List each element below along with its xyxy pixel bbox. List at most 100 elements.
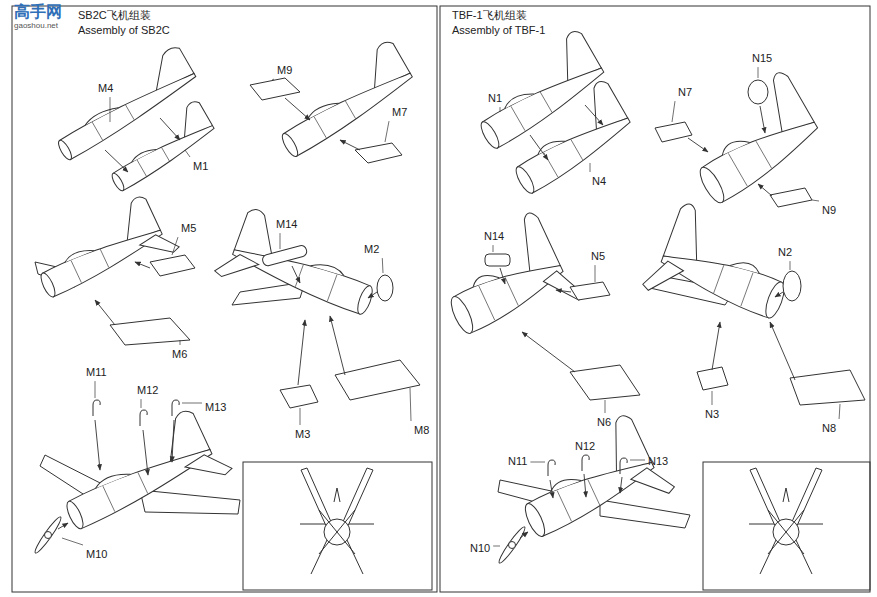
fuselage xyxy=(517,106,636,193)
leader-line xyxy=(672,101,675,122)
propeller-hub xyxy=(45,532,52,539)
tail-fin xyxy=(783,488,789,502)
propeller-blade xyxy=(768,510,804,554)
panel-line xyxy=(137,160,146,176)
panel-line xyxy=(327,274,337,300)
panel-line xyxy=(511,106,525,130)
fuselage xyxy=(527,448,660,536)
callout-number: N9 xyxy=(822,204,836,216)
panel-line xyxy=(100,249,109,267)
part-outline xyxy=(355,143,402,163)
callout-number: N8 xyxy=(822,422,836,434)
assembly-arrow xyxy=(620,477,622,493)
fuselage-drawing xyxy=(265,39,418,159)
callout-number: M4 xyxy=(98,82,113,94)
fuselage-drawing xyxy=(642,198,803,334)
propeller-blade xyxy=(319,510,355,554)
callout-number: M2 xyxy=(364,243,379,255)
canopy-line xyxy=(84,104,119,127)
leader-line xyxy=(630,460,645,461)
part-outline xyxy=(570,282,610,300)
leader-line xyxy=(185,150,190,157)
callout-number: N1 xyxy=(488,92,502,104)
callout-number: M10 xyxy=(86,548,107,560)
nose-ring xyxy=(355,284,375,316)
small-part xyxy=(582,455,589,471)
propeller-hub xyxy=(509,542,516,549)
panel-line xyxy=(345,101,355,119)
canopy-line xyxy=(471,270,500,290)
callout-number: M3 xyxy=(295,428,310,440)
fuselage-drawing xyxy=(428,207,585,351)
panel-line xyxy=(588,479,600,504)
fuselage xyxy=(228,237,370,314)
callout-number: M13 xyxy=(205,401,226,413)
wing xyxy=(140,490,240,514)
leader-line xyxy=(385,121,389,142)
small-part xyxy=(140,410,147,426)
callout-number: M14 xyxy=(276,218,297,230)
fuselage-drawing xyxy=(26,190,180,308)
callout-number: M1 xyxy=(193,160,208,172)
leader-line xyxy=(410,388,411,421)
fuselage-drawing xyxy=(214,203,387,327)
wing xyxy=(600,500,690,528)
leader-line xyxy=(758,67,759,78)
panel-line xyxy=(741,273,753,307)
nose-ring xyxy=(110,172,126,193)
assembly-arrow xyxy=(530,135,548,160)
leader-line xyxy=(300,408,301,425)
callout-number: M5 xyxy=(181,222,196,234)
callout-number: N5 xyxy=(591,250,605,262)
callout-number: N11 xyxy=(508,455,527,467)
panel-line xyxy=(544,153,558,177)
tailplane xyxy=(642,256,685,300)
folded-wing xyxy=(301,468,332,528)
callout-number: N12 xyxy=(575,440,595,452)
tailplane xyxy=(214,248,260,287)
panel-line xyxy=(314,117,326,138)
assembly-arrow xyxy=(760,106,765,133)
nose-ring xyxy=(38,271,57,299)
callout-number: N15 xyxy=(752,52,772,64)
assembly-arrow xyxy=(758,184,772,196)
callout-number: M7 xyxy=(392,106,407,118)
leader-line xyxy=(605,400,606,413)
canopy-line xyxy=(536,136,565,157)
canopy-part xyxy=(261,244,307,266)
propeller-blade xyxy=(497,525,528,565)
leader-line xyxy=(172,237,178,255)
assembly-arrow xyxy=(172,420,174,462)
panel-line xyxy=(728,153,747,186)
callout-number: N4 xyxy=(592,175,606,187)
leader-line xyxy=(110,97,111,122)
landing-gear xyxy=(760,540,776,574)
canopy-line xyxy=(63,245,94,263)
inset-frame xyxy=(703,462,870,590)
heading: Assembly of SB2C xyxy=(78,24,170,36)
assembly-arrow xyxy=(143,430,148,475)
panel-line xyxy=(92,122,102,140)
leader-line xyxy=(790,261,791,270)
assembly-arrow xyxy=(58,523,68,529)
part-outline xyxy=(697,367,728,390)
assembly-arrow xyxy=(95,420,100,470)
callout-number: N14 xyxy=(484,230,504,242)
assembly-arrow xyxy=(105,150,128,172)
canopy-line xyxy=(130,146,156,164)
nose-ring xyxy=(56,138,74,161)
assembly-arrow xyxy=(712,322,720,370)
leader-line xyxy=(839,404,841,419)
leader-line xyxy=(141,399,142,408)
leader-line xyxy=(590,163,591,172)
panel-line xyxy=(714,265,724,293)
assembly-arrow xyxy=(522,332,575,372)
small-part xyxy=(93,400,100,416)
assembly-arrow xyxy=(584,474,586,497)
propeller-blade xyxy=(319,510,355,554)
nose-ring xyxy=(64,499,86,531)
panel-line xyxy=(162,148,170,162)
part-outline xyxy=(150,255,195,276)
fuselage xyxy=(283,63,418,156)
